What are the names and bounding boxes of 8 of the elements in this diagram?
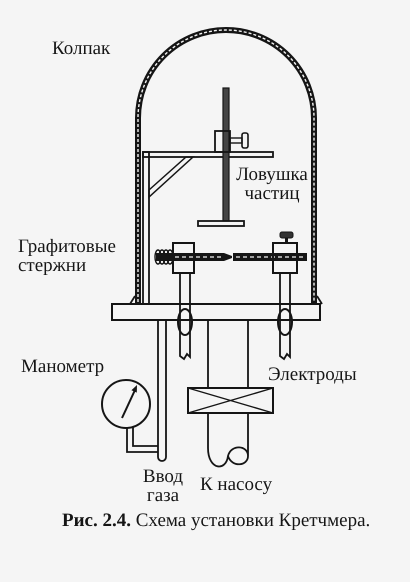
part-label: Манометр [21,357,104,376]
part-label: Ловушка частиц [235,165,309,203]
part-label: Графитовые стержни [18,237,117,275]
part-label: Колпак [52,39,110,58]
part-label: Электроды [268,365,357,384]
figure-caption: Рис. 2.4. Схема установки Кретчмера. [62,511,370,531]
part-label: К насосу [200,475,272,494]
part-label: Ввод газа [142,467,184,505]
